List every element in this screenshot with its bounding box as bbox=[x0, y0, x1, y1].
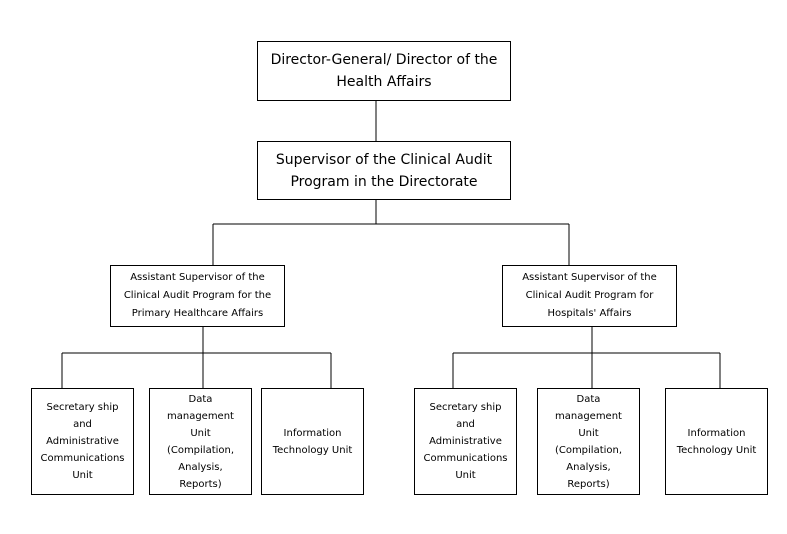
primary-secretary-unit-label: Secretary ship and Administrative Commun… bbox=[40, 402, 125, 481]
primary-data-unit-label: Data management Unit (Compilation, Analy… bbox=[166, 393, 235, 490]
assistant-primary-label: Assistant Supervisor of the Clinical Aud… bbox=[123, 272, 272, 319]
hospital-data-unit-box: Data management Unit (Compilation, Analy… bbox=[537, 388, 640, 495]
director-label: Director-General/ Director of the Health… bbox=[270, 52, 498, 90]
assistant-primary-box: Assistant Supervisor of the Clinical Aud… bbox=[110, 265, 285, 327]
hospital-secretary-unit-label: Secretary ship and Administrative Commun… bbox=[423, 402, 508, 481]
primary-it-unit-box: Information Technology Unit bbox=[261, 388, 364, 495]
primary-it-unit-label: Information Technology Unit bbox=[272, 427, 353, 456]
hospital-it-unit-label: Information Technology Unit bbox=[676, 427, 757, 456]
primary-data-unit-box: Data management Unit (Compilation, Analy… bbox=[149, 388, 252, 495]
supervisor-label: Supervisor of the Clinical Audit Program… bbox=[275, 151, 493, 190]
assistant-hospitals-box: Assistant Supervisor of the Clinical Aud… bbox=[502, 265, 677, 327]
primary-secretary-unit-box: Secretary ship and Administrative Commun… bbox=[31, 388, 134, 495]
director-box: Director-General/ Director of the Health… bbox=[257, 41, 511, 101]
assistant-hospitals-label: Assistant Supervisor of the Clinical Aud… bbox=[522, 272, 657, 319]
hospital-it-unit-box: Information Technology Unit bbox=[665, 388, 768, 495]
supervisor-box: Supervisor of the Clinical Audit Program… bbox=[257, 141, 511, 200]
hospital-secretary-unit-box: Secretary ship and Administrative Commun… bbox=[414, 388, 517, 495]
hospital-data-unit-label: Data management Unit (Compilation, Analy… bbox=[554, 393, 623, 490]
